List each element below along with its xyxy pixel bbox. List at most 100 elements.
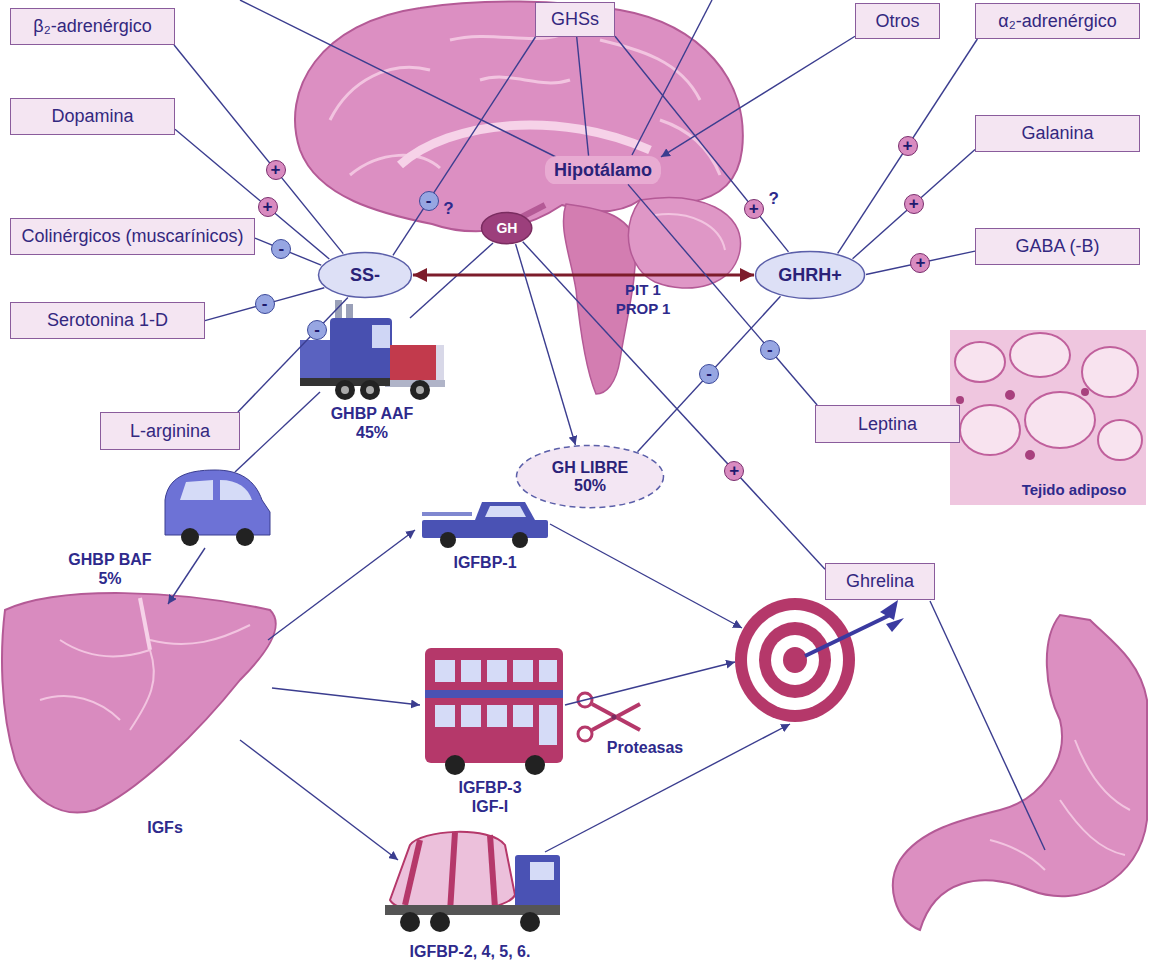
factor-box: Dopamina xyxy=(10,98,175,135)
pathway-arrow xyxy=(235,392,320,472)
node-label: GH LIBRE 50% xyxy=(546,459,634,496)
stomach-illustration xyxy=(893,615,1147,930)
pickup-truck-picture xyxy=(422,520,548,538)
brain-illustration xyxy=(600,40,700,100)
semi-truck-picture xyxy=(416,386,424,394)
target-picture xyxy=(880,600,898,620)
signal-connector xyxy=(516,244,576,445)
semi-truck-picture xyxy=(410,380,430,400)
bus-picture xyxy=(487,705,507,727)
carrier-label: IGFBP-2, 4, 5, 6. xyxy=(370,942,570,961)
pathway-arrow xyxy=(240,740,398,860)
node-ellipse xyxy=(756,252,865,299)
node-label: Otros xyxy=(875,11,919,32)
secretagogue-box: GHSs xyxy=(535,2,615,37)
node-label: Hipotálamo xyxy=(554,160,652,181)
hormone-box: Ghrelina xyxy=(825,563,935,600)
carrier-label: IGFBP-3 IGF-I xyxy=(445,778,535,816)
pickup-truck-picture xyxy=(475,502,535,520)
brain-illustration xyxy=(660,120,720,175)
liver-illustration xyxy=(130,650,154,730)
node-label: Colinérgicos (muscarínicos) xyxy=(21,226,243,247)
brain-illustration xyxy=(480,77,570,83)
tissue-label: Tejido adiposo xyxy=(1005,480,1143,499)
receptor-box: Serotonina 1-D xyxy=(10,302,205,339)
brain-illustration xyxy=(330,67,430,120)
adipose-tissue-picture xyxy=(950,330,1146,505)
adipose-tissue-picture xyxy=(1025,450,1035,460)
mixer-truck-picture xyxy=(490,835,495,908)
node-label: Galanina xyxy=(1021,123,1093,144)
pickup-truck-picture xyxy=(440,532,456,548)
target-picture xyxy=(783,647,807,673)
signal-connector xyxy=(838,39,978,253)
carrier-label: GHBP BAF 5% xyxy=(60,550,160,588)
receptor-box: Colinérgicos (muscarínicos) xyxy=(10,218,255,255)
scissors-symbol xyxy=(592,704,640,730)
node-label: α₂-adrenérgico xyxy=(998,11,1116,32)
bus-picture xyxy=(513,660,533,682)
hormone-ellipse: SS- xyxy=(317,251,413,299)
target-picture xyxy=(771,635,819,685)
effect-sign: + xyxy=(744,199,764,219)
receptor-box: β₂-adrenérgico xyxy=(10,8,175,45)
effect-sign: + xyxy=(910,253,930,273)
effect-sign: - xyxy=(760,340,780,360)
node-label: GH xyxy=(496,220,517,236)
bus-picture xyxy=(539,660,557,682)
mixer-truck-picture xyxy=(520,912,540,932)
liver-illustration xyxy=(2,593,276,812)
bus-picture xyxy=(435,705,455,727)
mixer-truck-picture xyxy=(400,912,420,932)
bus-picture xyxy=(425,648,563,775)
gene-label: PIT 1 PROP 1 xyxy=(608,280,678,318)
organ-label: IGFs xyxy=(130,818,200,837)
node-label: GHRH+ xyxy=(778,265,842,286)
adipose-tissue-picture xyxy=(1025,392,1095,448)
effect-sign: + xyxy=(898,136,918,156)
uncertain-mark: ? xyxy=(442,199,456,218)
factor-box: Galanina xyxy=(975,115,1140,152)
feedback-arrow xyxy=(413,274,754,277)
pathway-arrow xyxy=(272,688,420,705)
liver-illustration xyxy=(2,593,276,812)
liver-illustration xyxy=(60,640,150,657)
semi-truck-picture xyxy=(335,380,355,400)
target-picture xyxy=(735,598,904,722)
effect-sign: - xyxy=(419,191,439,211)
leader-line xyxy=(240,0,712,157)
node-label: Leptina xyxy=(858,414,917,435)
effect-sign: - xyxy=(699,364,719,384)
mixer-truck-picture xyxy=(405,840,420,905)
car-picture xyxy=(220,480,252,500)
node-label: GHSs xyxy=(551,9,599,30)
hypothalamus-region: Hipotálamo xyxy=(545,156,661,185)
semi-truck-picture xyxy=(360,380,380,400)
node-label: β₂-adrenérgico xyxy=(33,16,151,37)
pickup-truck-picture xyxy=(512,532,528,548)
semi-truck-picture xyxy=(366,386,374,394)
mixer-truck-picture xyxy=(430,912,450,932)
brain-illustration xyxy=(295,1,743,231)
bus-picture xyxy=(461,660,481,682)
pathway-arrow xyxy=(930,601,1045,850)
mixer-truck-picture xyxy=(385,832,560,932)
factor-box: L-arginina xyxy=(100,412,240,450)
bus-picture xyxy=(525,755,545,775)
node-label: SS- xyxy=(350,265,380,286)
bus-picture xyxy=(461,705,481,727)
effect-sign: - xyxy=(255,294,275,314)
effect-sign: - xyxy=(271,239,291,259)
receptor-box: GABA (-B) xyxy=(975,228,1140,265)
bus-picture xyxy=(539,705,557,745)
car-picture xyxy=(180,480,213,500)
liver-illustration xyxy=(140,598,150,650)
bus-picture xyxy=(435,660,455,682)
stomach-illustration xyxy=(893,615,1147,930)
liver-illustration xyxy=(150,625,250,644)
signal-connector xyxy=(853,149,975,258)
semi-truck-picture xyxy=(372,325,390,348)
stomach-illustration xyxy=(1075,740,1130,810)
mixer-truck-picture xyxy=(530,862,554,880)
